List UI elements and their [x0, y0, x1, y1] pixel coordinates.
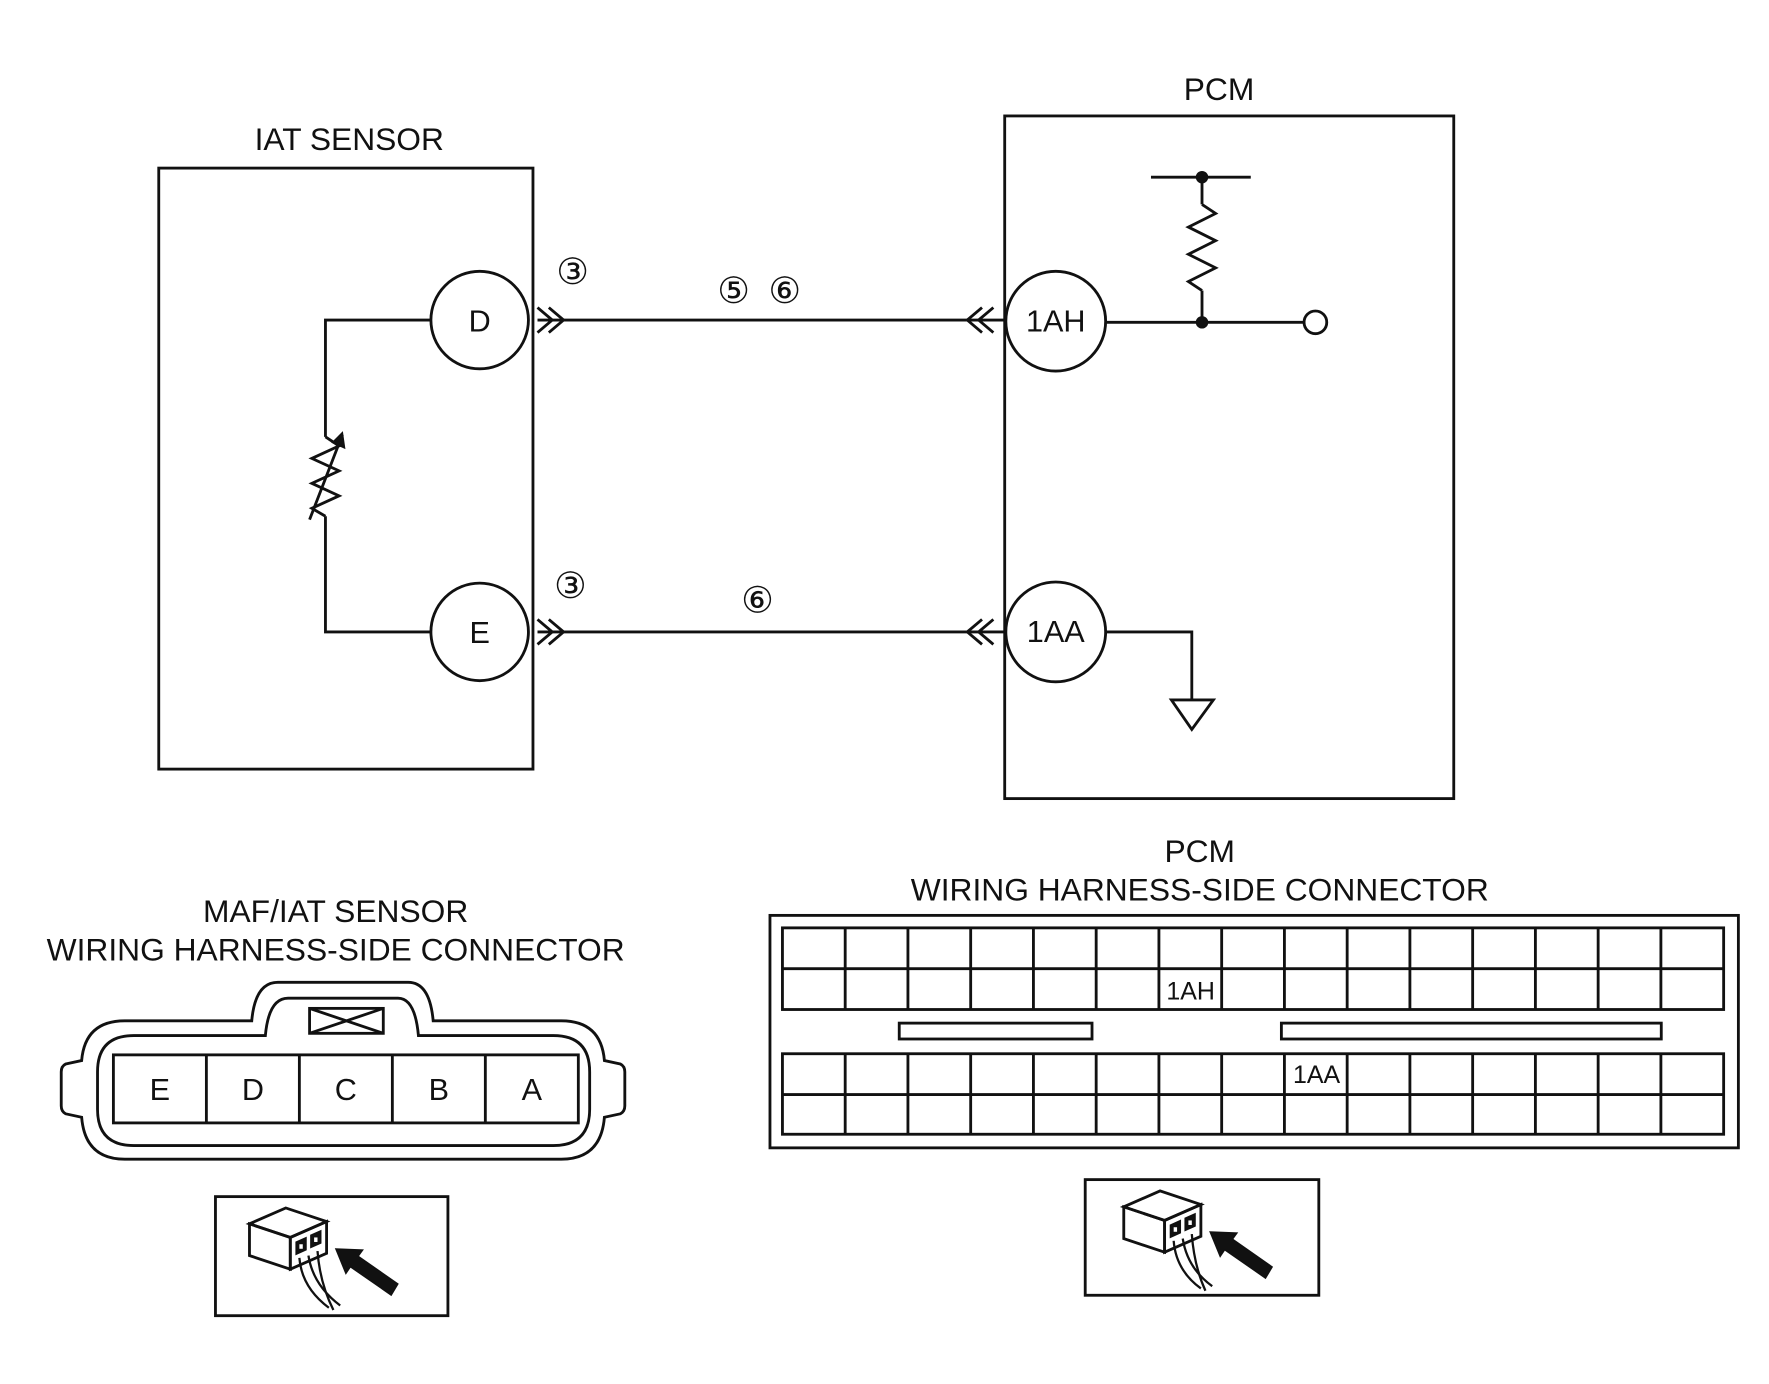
thermistor-icon: [308, 431, 346, 521]
harness-side-view-icon: [214, 1195, 450, 1318]
iat-sensor-title: IAT SENSOR: [255, 121, 444, 157]
pin-label: A: [522, 1073, 543, 1107]
connector-ref-signal: ③: [556, 250, 589, 293]
pin-1aa-label: 1AA: [1293, 1061, 1341, 1089]
ground-icon: [1168, 698, 1217, 732]
icon-wire: [298, 1257, 330, 1309]
icon-wire: [1181, 1238, 1213, 1288]
pin-cavity-block: [111, 1053, 580, 1125]
wire-ref-signal-2: ⑥: [768, 269, 801, 312]
maf-iat-connector-title: MAF/IAT SENSOR: [203, 893, 468, 929]
connector-chevron: [976, 618, 995, 646]
icon-block-side: [1122, 1204, 1167, 1255]
connector-housing-inner: [96, 996, 592, 1148]
view-arrow-icon: [334, 1248, 399, 1297]
connector-guide-slot: [897, 1021, 1094, 1041]
icon-wire: [307, 1255, 341, 1307]
pin-label: C: [335, 1073, 357, 1107]
latch-frame: [308, 1006, 385, 1035]
iat-sensor: IAT SENSOR D E: [157, 121, 535, 771]
maf-iat-connector-subtitle: WIRING HARNESS-SIDE CONNECTOR: [47, 932, 625, 968]
pcm-ground-line: [1105, 630, 1194, 700]
connector-guide-slot: [1279, 1021, 1663, 1041]
pcm-title: PCM: [1184, 71, 1255, 107]
connector-housing-outer: [59, 980, 627, 1161]
icon-pin-hole: [314, 1237, 318, 1242]
thermistor-variable-arrow: [308, 434, 344, 521]
terminal-1aa-label: 1AA: [1027, 615, 1085, 649]
pcm-connector-grid: [843, 927, 1663, 1135]
ground-circuit: ③ ⑥: [536, 564, 1006, 646]
sensor-internal-wire-bottom: [324, 516, 431, 634]
icon-pin-hole: [1188, 1220, 1192, 1225]
latch-cross: [309, 1007, 384, 1035]
icon-block-face: [1163, 1202, 1203, 1255]
icon-wire: [1190, 1233, 1207, 1292]
wire-ref-signal-1: ⑤: [717, 269, 750, 312]
icon-frame: [1083, 1178, 1321, 1297]
pcm: PCM 1AH 1AA: [1003, 71, 1456, 801]
pin-1ah-label: 1AH: [1166, 977, 1215, 1005]
connector-chevron: [965, 618, 983, 646]
resistor-icon: [1185, 203, 1219, 292]
pcm-connector-housing: [768, 913, 1740, 1150]
wire-ref-ground-1: ⑥: [741, 579, 774, 622]
maf-iat-connector: MAF/IAT SENSOR WIRING HARNESS-SIDE CONNE…: [47, 893, 627, 1318]
connector-chevron: [536, 618, 555, 646]
connector-ref-ground: ③: [554, 564, 587, 607]
icon-wire: [1172, 1240, 1202, 1290]
connector-chevron: [547, 306, 566, 334]
junction-dot: [1195, 170, 1209, 184]
icon-frame: [214, 1195, 450, 1318]
pcm-connector-title: PCM: [1164, 833, 1235, 869]
connector-chevron: [547, 618, 566, 646]
signal-output-terminal: [1302, 309, 1329, 336]
connector-latch: [308, 1006, 385, 1035]
terminal-e-label: E: [469, 616, 489, 650]
sensor-internal-wire-top: [324, 318, 431, 437]
iat-sensor-housing: [157, 166, 535, 771]
pin-label: D: [242, 1073, 264, 1107]
pin-label: B: [429, 1073, 449, 1107]
view-arrow-icon: [1209, 1231, 1274, 1280]
pcm-connector: PCM WIRING HARNESS-SIDE CONNECTOR 1AH 1A…: [768, 833, 1740, 1297]
terminal-1ah-label: 1AH: [1026, 304, 1086, 338]
signal-circuit: ③ ⑤ ⑥: [536, 250, 1006, 334]
icon-block-face: [288, 1219, 329, 1272]
icon-pin-hole: [299, 1244, 303, 1249]
pin-label: E: [150, 1073, 170, 1107]
harness-side-view-icon: [1083, 1178, 1321, 1297]
connector-chevron: [536, 306, 555, 334]
pcm-housing: [1003, 114, 1456, 801]
icon-pin-hole: [1173, 1227, 1178, 1232]
thermistor-arrowhead: [331, 431, 346, 450]
icon-block-side: [248, 1221, 292, 1272]
icon-wire: [316, 1250, 335, 1311]
terminal-d-label: D: [469, 304, 491, 338]
connector-chevron: [965, 306, 983, 334]
connector-chevron: [976, 306, 995, 334]
pcm-connector-subtitle: WIRING HARNESS-SIDE CONNECTOR: [911, 872, 1489, 908]
